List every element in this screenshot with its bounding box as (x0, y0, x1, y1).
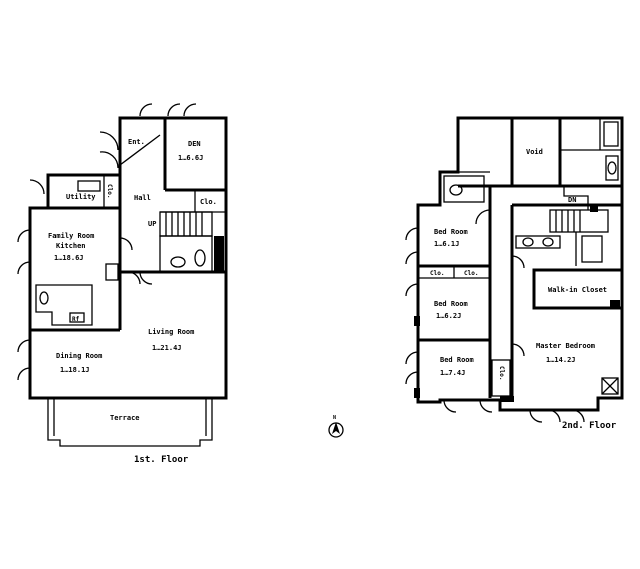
compass-north-icon: N (328, 415, 344, 438)
bed-room-3-size: 1…7.4J (440, 369, 465, 377)
bed-room-3-closet-label: Clo. (498, 366, 505, 380)
utility-closet-label: Clo. (106, 184, 113, 198)
utility-label: Utility (66, 193, 96, 201)
first-floor-plan: Ent. DEN 1…6.6J Hall Utility Clo. Clo. U… (17, 103, 228, 465)
stair-up-label: UP (148, 220, 156, 228)
master-bedroom-size: 1…14.2J (546, 356, 576, 364)
closet-2-label: Clo. (464, 270, 478, 277)
family-room-label: Family Room (48, 232, 94, 240)
closet-1-label: Clo. (430, 270, 444, 277)
terrace (47, 398, 213, 447)
bed-room-2-size: 1…6.2J (436, 312, 461, 320)
second-floor-plan: Void DN Bed Room 1…6.1J Clo. Clo. Bed Ro… (405, 116, 624, 431)
master-bedroom-label: Master Bedroom (536, 342, 595, 350)
den-label: DEN (188, 140, 201, 148)
stair-down-label: DN (568, 196, 576, 204)
terrace-label: Terrace (110, 414, 140, 422)
stair-1f (159, 211, 213, 237)
family-kitchen-size: 1…18.6J (54, 254, 84, 262)
second-floor-caption: 2nd. Floor (562, 421, 617, 431)
dining-room-size: 1…18.1J (60, 366, 90, 374)
living-room-label: Living Room (148, 328, 194, 336)
hall-closet-label: Clo. (200, 198, 217, 206)
walk-in-closet-label: Walk-in Closet (548, 286, 607, 294)
kitchen-counter (35, 284, 93, 326)
bed-room-3-label: Bed Room (440, 356, 474, 364)
den-size: 1…6.6J (178, 154, 203, 162)
bed-room-2-label: Bed Room (434, 300, 468, 308)
entrance-label: Ent. (128, 138, 145, 146)
hall-label: Hall (134, 194, 151, 202)
stair-2f (549, 186, 609, 233)
first-floor-caption: 1st. Floor (134, 455, 189, 465)
kitchen-label: Kitchen (56, 242, 86, 250)
living-room-size: 1…21.4J (152, 344, 182, 352)
void-label: Void (526, 148, 543, 156)
svg-text:N: N (333, 415, 336, 421)
bed-room-1-size: 1…6.1J (434, 240, 459, 248)
fridge-label: Rf (72, 316, 80, 323)
bed-room-1-label: Bed Room (434, 228, 468, 236)
dining-room-label: Dining Room (56, 352, 102, 360)
